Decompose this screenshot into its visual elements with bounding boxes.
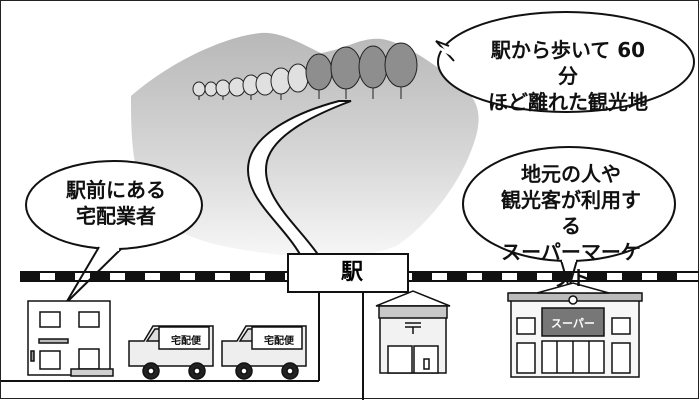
supermarket-text-line3: スーパーマーケット xyxy=(501,240,641,290)
trees-icon xyxy=(192,42,418,100)
delivery-bubble: 駅前にある 宅配業者 xyxy=(46,177,186,229)
post-office-icon xyxy=(375,290,451,374)
delivery-van-icon xyxy=(221,325,307,380)
supermarket-text-line2: 観光客が利用する xyxy=(501,188,641,238)
van-label-1: 宅配便 xyxy=(171,336,201,347)
tourist-spot-text-line2: ほど離れた観光地 xyxy=(488,90,648,114)
supermarket-sign: スーパー xyxy=(551,317,595,330)
supermarket-text-line1: 地元の人や xyxy=(521,162,621,186)
speech-bubble-icon xyxy=(462,146,676,292)
van-label-2: 宅配便 xyxy=(264,336,294,347)
station-box xyxy=(287,253,409,293)
supermarket-bubble: 地元の人や 観光客が利用する スーパーマーケット xyxy=(496,161,646,291)
speech-bubble-icon xyxy=(435,11,695,113)
office-building-icon xyxy=(27,300,114,377)
delivery-van-icon xyxy=(128,325,214,380)
supermarket-icon xyxy=(507,282,643,378)
station-label: 駅 xyxy=(340,260,363,285)
delivery-text-line1: 駅前にある xyxy=(66,178,166,202)
tourist-spot-bubble: 駅から歩いて 60 分 ほど離れた観光地 xyxy=(488,37,648,115)
tourist-spot-text-line1: 駅から歩いて 60 分 xyxy=(490,38,646,88)
delivery-text-line2: 宅配業者 xyxy=(76,204,156,228)
